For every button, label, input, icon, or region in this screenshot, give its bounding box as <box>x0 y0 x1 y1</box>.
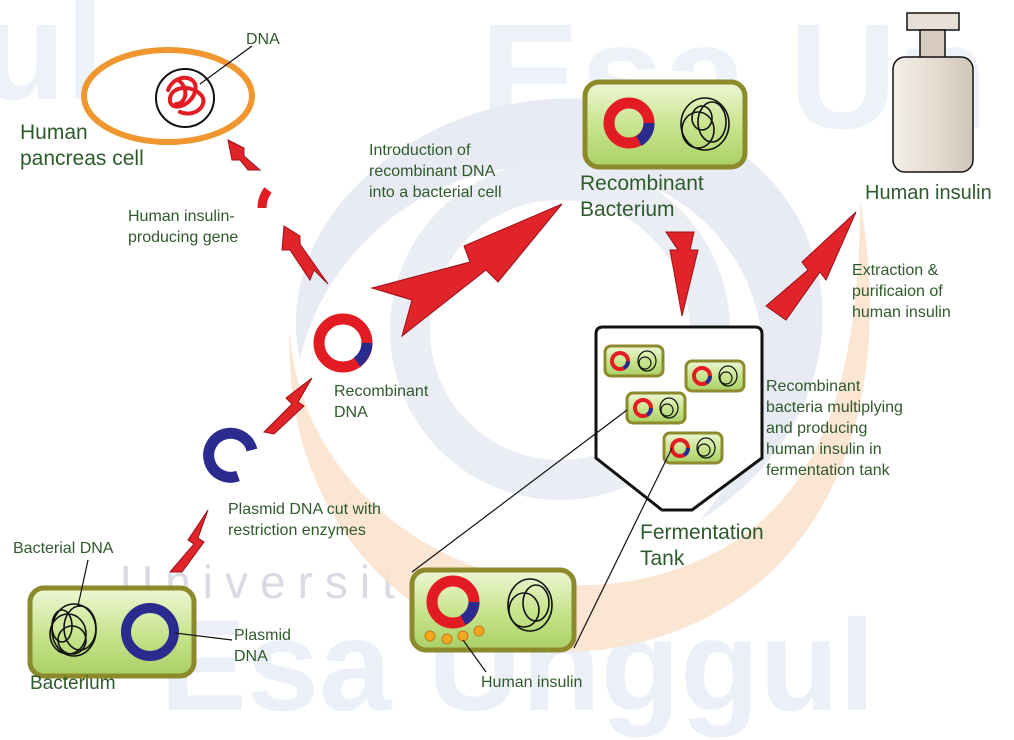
insulin-producing-bacterium <box>409 567 577 673</box>
tank-bacterium-4 <box>662 431 724 465</box>
label-human-insulin-bottom: Human insulin <box>481 674 583 691</box>
label-human-insulin-top: Human insulin <box>865 182 992 204</box>
tank-bacterium-1 <box>603 344 665 378</box>
fermentation-tank <box>411 325 764 649</box>
arrow-cell-to-gene <box>227 139 262 171</box>
arrow-plasmid-up-1 <box>168 509 209 573</box>
human-dna-strand <box>166 75 206 116</box>
zoom-line-right <box>573 447 673 649</box>
recombinant-dna-ring <box>313 313 373 373</box>
arrow-introduction <box>370 203 563 338</box>
label-introduction: Introduction of recombinant DNA into a b… <box>369 142 502 201</box>
insulin-gene-fragment <box>257 187 272 209</box>
arrow-plasmid-up-2 <box>262 377 313 435</box>
arrow-bacterium-to-tank <box>665 231 699 317</box>
label-fermentation-tank: Fermentation Tank <box>640 521 764 570</box>
cut-plasmid <box>203 427 258 483</box>
bacterial-dna-coil <box>49 603 97 657</box>
label-extraction: Extraction & purificaion of human insuli… <box>852 262 951 321</box>
label-bacterium: Bacterium <box>30 673 116 694</box>
label-insulin-gene: Human insulin- producing gene <box>128 208 239 246</box>
arrow-extraction <box>765 211 857 321</box>
diagram-canvas <box>27 12 974 679</box>
label-plasmid-dna: Plasmid DNA <box>234 627 291 665</box>
insulin-bottle <box>892 12 974 173</box>
zoom-line-left <box>411 409 628 573</box>
label-dna: DNA <box>246 31 280 48</box>
bacterium-cell <box>27 559 233 679</box>
label-recombinant-bacterium: Recombinant Bacterium <box>580 172 704 221</box>
plasmid-ring <box>121 603 179 661</box>
label-plasmid-cut: Plasmid DNA cut with restriction enzymes <box>228 501 381 539</box>
label-bacterial-dna: Bacterial DNA <box>13 540 114 557</box>
tank-bacterium-2 <box>684 359 746 393</box>
arrows <box>168 139 857 573</box>
label-recombinant-dna: Recombinant DNA <box>334 383 429 421</box>
arrow-gene-to-recombinant <box>281 225 329 285</box>
pancreas-cell <box>81 45 255 145</box>
label-multiplying: Recombinant bacteria multiplying and pro… <box>766 378 903 479</box>
insulin-dots <box>424 625 485 645</box>
label-human-pancreas-cell: Human pancreas cell <box>20 121 144 170</box>
recombinant-bacterium-cell <box>582 79 748 170</box>
tank-bacterium-3 <box>625 391 687 425</box>
